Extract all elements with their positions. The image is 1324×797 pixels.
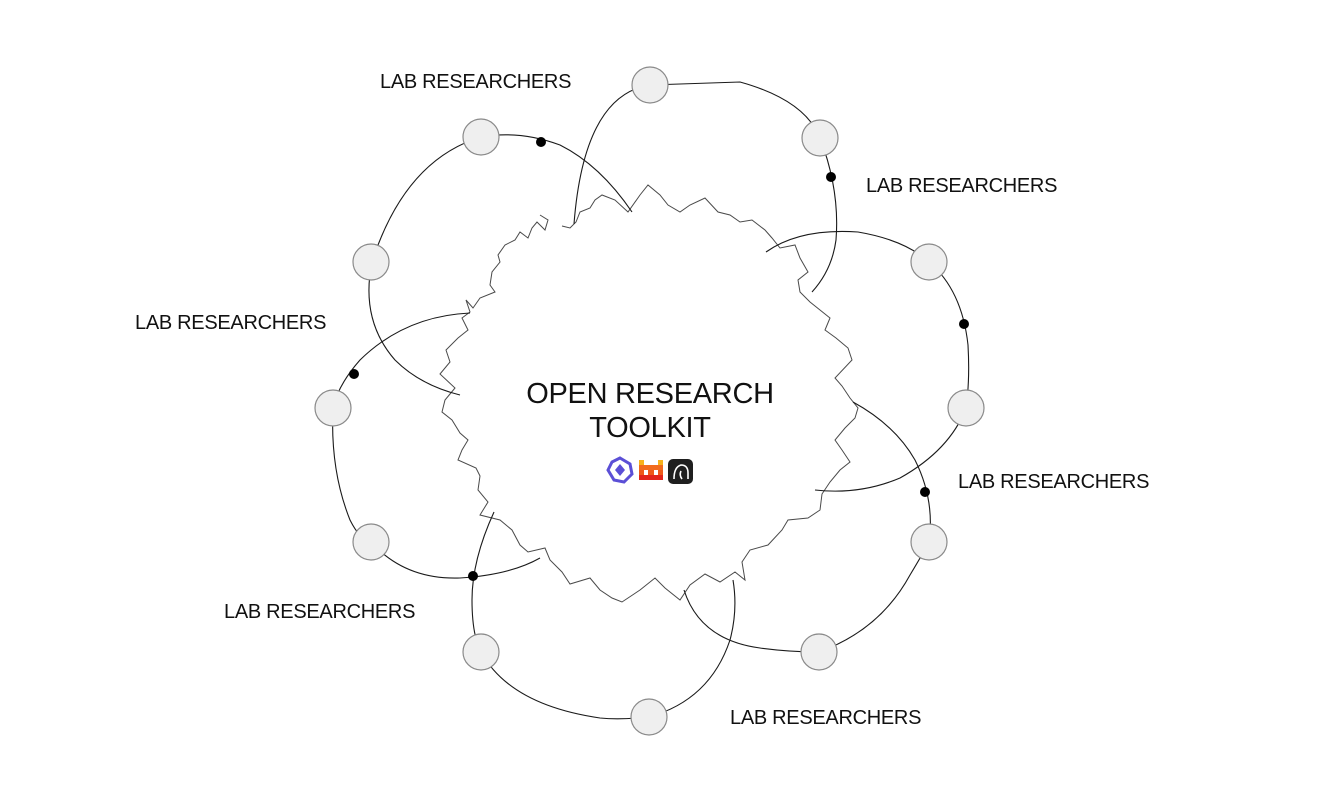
researcher-node [631,66,669,104]
researcher-node [352,523,390,561]
researcher-node [462,633,500,671]
group-label-bottom-left: LAB RESEARCHERS [224,601,415,623]
group-label-right: LAB RESEARCHERS [958,471,1149,493]
group-label-left: LAB RESEARCHERS [135,312,326,334]
cluster-arc-bottom-right [683,401,931,653]
group-label-bottom-right: LAB RESEARCHERS [730,707,921,729]
cluster-arc-top-right [573,81,838,293]
researcher-node [630,698,668,736]
researcher-node [800,633,838,671]
junction-dot [959,319,969,329]
mistral-icon [639,460,663,480]
qwen-icon [606,456,634,484]
center-title-line1: OPEN RESEARCH [526,378,774,410]
researcher-node [947,389,985,427]
researcher-node [462,118,500,156]
group-label-top-right: LAB RESEARCHERS [866,175,1057,197]
junction-dot [349,369,359,379]
junction-dot [536,137,546,147]
zigzag-boundary [439,184,859,603]
cluster-arc-east [814,407,967,492]
researcher-node [801,119,839,157]
cluster-arc-left [332,312,541,579]
junction-dot [920,487,930,497]
junction-dot [468,571,478,581]
junction-dot [826,172,836,182]
group-label-top-left: LAB RESEARCHERS [380,71,571,93]
researcher-node [910,243,948,281]
deepseek-icon [668,459,693,484]
cluster-arc-top-left [368,134,633,396]
cluster-arc-bottom-left [471,511,736,720]
researcher-node [314,389,352,427]
researcher-node [352,243,390,281]
center-title-line2: TOOLKIT [589,412,711,444]
researcher-node [910,523,948,561]
